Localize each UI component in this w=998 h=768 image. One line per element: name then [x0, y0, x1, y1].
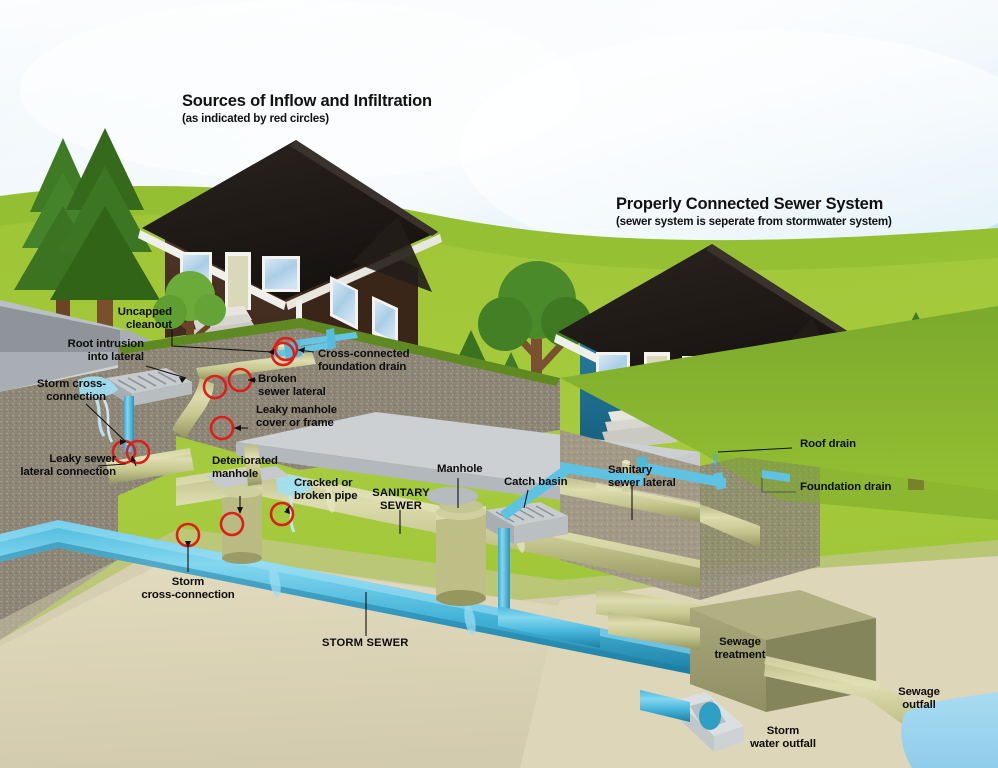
roof-and-foundation-drain — [500, 456, 790, 520]
leader-roof-drain — [717, 447, 793, 453]
water-spill-left — [78, 376, 118, 443]
manhole-center — [426, 487, 486, 606]
label-leaky-manhole: Leaky manhole cover or frame — [256, 404, 337, 429]
label-cracked-or-broken-pipe: Cracked or broken pipe — [294, 477, 358, 502]
label-uncapped-cleanout: Uncapped cleanout — [117, 306, 172, 331]
marker-deteriorated-manhole — [219, 511, 245, 537]
storm-sewer-pipe — [0, 520, 700, 676]
cracked-pipe-leak — [276, 475, 312, 533]
sanitary-sewer-main-east — [596, 588, 700, 630]
label-manhole: Manhole — [437, 463, 483, 475]
door — [225, 252, 251, 310]
left-section-title: Sources of Inflow and Infiltration — [182, 92, 432, 110]
leader-storm-cross-connection-upper — [85, 403, 127, 443]
leader-leaky-sewer-lateral — [97, 463, 127, 467]
right-section-title: Properly Connected Sewer System — [616, 195, 884, 213]
leader-lines — [85, 330, 796, 636]
leader-uncapped-cleanout — [171, 330, 273, 353]
lake-water — [901, 692, 998, 768]
label-foundation-drain: Foundation drain — [800, 481, 892, 493]
label-cross-connected-foundation-drain: Cross-connected foundation drain — [318, 348, 410, 373]
label-sewage-outfall: Sewage outfall — [898, 686, 940, 711]
left-section-subtitle: (as indicated by red circles) — [182, 112, 329, 125]
marker-cross-connected-foundation-drain — [273, 336, 299, 362]
label-storm-water-outfall: Storm water outfall — [750, 725, 816, 750]
label-deteriorated-manhole: Deteriorated manhole — [212, 455, 278, 480]
label-storm-cross-connection-upper: Storm cross- connection — [36, 378, 106, 403]
label-root-intrusion: Root intrusion into lateral — [67, 338, 145, 363]
sanitary-sewer-lateral-right — [560, 460, 760, 548]
marker-leaky-manhole — [209, 415, 235, 441]
window — [372, 296, 398, 346]
label-storm-sewer: STORM SEWER — [322, 637, 409, 649]
manhole-drop-pipe — [244, 444, 262, 486]
storm-water-outfall — [640, 690, 744, 752]
marker-root-intrusion — [202, 374, 228, 400]
label-broken-sewer-lateral: Broken sewer lateral — [258, 373, 326, 398]
window — [262, 256, 300, 292]
leader-catch-basin — [523, 489, 529, 509]
grass-right-wedge — [560, 306, 998, 520]
label-sanitary-sewer: SANITARY SEWER — [372, 487, 430, 512]
label-sanitary-sewer-lateral: Sanitary sewer lateral — [608, 464, 676, 489]
right-section-subtitle: (sewer system is seperate from stormwate… — [616, 215, 892, 228]
leader-cracked-pipe — [285, 505, 291, 511]
sewage-treatment-plant — [608, 590, 876, 712]
marker-cracked-broken-pipe — [269, 501, 295, 527]
leader-root-intrusion — [145, 365, 187, 379]
tree-group-left — [14, 128, 160, 340]
inflow-infiltration-markers — [111, 336, 299, 548]
window — [330, 276, 358, 330]
catch-basin-left — [106, 368, 192, 452]
label-storm-cross-connection-lower: Storm cross-connection — [141, 576, 235, 601]
conifer-tree — [50, 128, 160, 340]
label-catch-basin: Catch basin — [504, 476, 568, 488]
label-leaky-sewer-lateral: Leaky sewer lateral connection — [20, 453, 116, 478]
label-roof-drain: Roof drain — [800, 438, 856, 450]
marker-leaky-sewer-lateral-b — [125, 439, 151, 465]
leader-foundation-drain — [761, 478, 796, 493]
label-sewage-treatment: Sewage treatment — [714, 636, 766, 661]
